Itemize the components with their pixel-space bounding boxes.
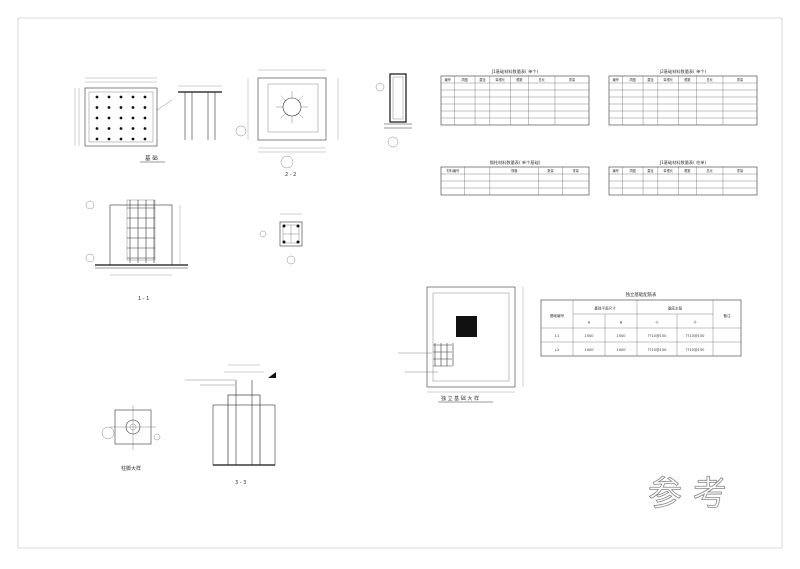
section-3-title: 3 - 3	[235, 480, 246, 486]
table-table_col: J1基础材料数量表( 柱单) 编号 简图 直径 单根长 根数 总长 重量	[608, 159, 758, 196]
table-header: 编号	[612, 168, 618, 173]
table-header: 直径	[479, 77, 486, 82]
table-title: 钢柱材料数量表( 单个基础)	[490, 159, 541, 166]
table-header: 基础平面尺寸	[594, 306, 616, 311]
section-3-3: 3 - 3	[185, 364, 276, 486]
table-header: 总长	[706, 77, 713, 82]
column-base-title: 柱脚大样	[121, 465, 141, 472]
table-header: 根数	[684, 77, 691, 82]
table-header: 编号	[444, 77, 450, 82]
column-section	[375, 73, 412, 148]
table-header: 数量	[547, 168, 554, 173]
table-header: 重量	[569, 77, 576, 82]
table-subheader: B	[620, 321, 623, 325]
table-header: 根数	[684, 168, 691, 173]
table-cell: 1000	[616, 348, 626, 352]
table-cell: 1500	[616, 334, 626, 338]
table-header: 基底主筋	[668, 306, 683, 311]
table-cell: J-1	[554, 334, 560, 338]
table-header: 备注	[723, 313, 731, 318]
footing-plan-detail: 独 立 基 础 大 样	[398, 286, 524, 403]
table-cell: J-2	[554, 348, 560, 352]
table-cell: 1000	[584, 348, 594, 352]
table-cell: ??10@150	[648, 348, 668, 352]
small-column-section	[259, 213, 303, 265]
table-table_steel: 钢柱材料数量表( 单个基础) 材料编号 规格 数量 重量	[440, 159, 590, 196]
column-base-plan: 柱脚大样	[101, 405, 161, 472]
base-plate-plan: 2 - 2	[235, 69, 339, 178]
table-header: 根数	[516, 77, 523, 82]
table-table_j2: J2基础材料数量表( 单个) 编号 简图 直径 单根长 根数 总长 重量	[608, 68, 758, 126]
table-header: 重量	[572, 168, 579, 173]
table-header: 基础编号	[550, 313, 565, 318]
table-table_j1: J1基础材料数量表( 单个) 编号 简图 直径 单根长 根数 总长 重量	[440, 68, 590, 126]
footing-plan-title: 独 立 基 础 大 样	[441, 395, 479, 402]
watermark-text: 参 考	[648, 474, 727, 514]
table-cell: ??10@150	[648, 334, 668, 338]
table-header: 重量	[737, 77, 744, 82]
table-header: 简图	[629, 77, 635, 82]
plan-view-title: 基 础	[145, 154, 158, 162]
table-subheader: ①	[655, 321, 658, 325]
table-header: 总长	[706, 168, 713, 173]
table-cell: ??10@150	[686, 334, 706, 338]
section-2-title: 2 - 2	[285, 172, 296, 178]
anchor-bolt-elevation	[178, 85, 222, 140]
table-header: 规格	[511, 168, 518, 173]
table-title: J1基础材料数量表( 柱单)	[659, 159, 707, 166]
table-subheader: ②	[693, 321, 696, 325]
table-subheader: A	[588, 321, 591, 325]
table-title: J2基础材料数量表( 单个)	[659, 68, 707, 75]
table-header: 直径	[647, 77, 654, 82]
table-header: 简图	[629, 168, 635, 173]
table-header: 简图	[461, 77, 467, 82]
section-1-title: 1 - 1	[138, 296, 149, 302]
table-title: J1基础材料数量表( 单个)	[491, 68, 539, 75]
table-cell: 1500	[584, 334, 594, 338]
table-header: 重量	[737, 168, 744, 173]
table-header: 编号	[612, 77, 618, 82]
foundation-plan-view: 基 础	[74, 77, 173, 163]
table-header: 单根长	[495, 77, 505, 82]
table-header: 单根长	[663, 77, 673, 82]
table-title: 独立基础配筋表	[626, 291, 657, 298]
table-header: 单根长	[663, 168, 673, 173]
sheet-border	[17, 17, 783, 549]
table-header: 直径	[647, 168, 654, 173]
table-cell: ??10@150	[686, 348, 706, 352]
table-header: 材料编号	[446, 168, 459, 173]
section-1-1: 1 - 1	[85, 199, 188, 302]
table-header: 总长	[538, 77, 545, 82]
